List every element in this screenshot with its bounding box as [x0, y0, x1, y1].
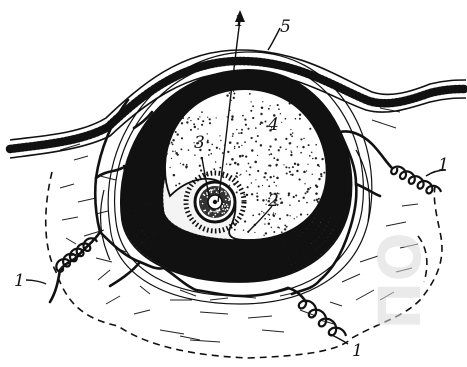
label-nucleus: 3 [194, 133, 205, 153]
label-vessel-right: 1 [438, 155, 449, 175]
label-vessel-left: 1 [14, 271, 25, 291]
watermark: ПО [366, 232, 434, 330]
oocyte-nucleus [208, 195, 222, 209]
label-vessel-bottom: 1 [352, 341, 363, 361]
label-vessel-top: 1 [234, 11, 245, 31]
label-antrum: 4 [267, 115, 279, 135]
label-oocyte: 2 [267, 191, 279, 211]
label-surface-epithelium: 5 [280, 17, 291, 37]
